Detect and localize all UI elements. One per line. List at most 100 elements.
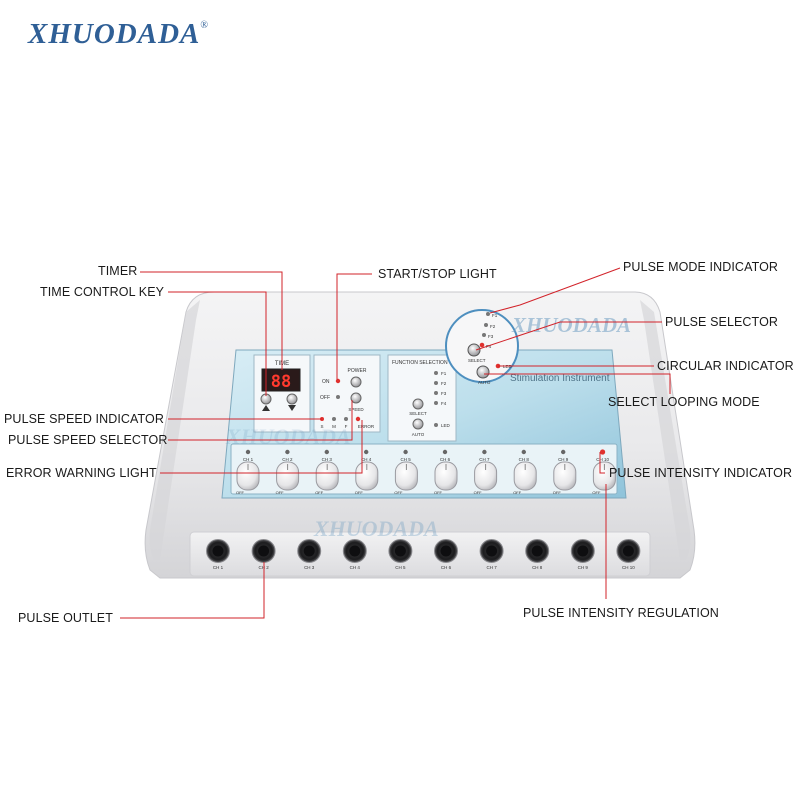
channel-led (285, 449, 290, 455)
outlet-label: CH 3 (304, 565, 315, 570)
outlet-label: CH 6 (441, 565, 452, 570)
function-title: FUNCTION SELECTION (392, 360, 448, 366)
jack-socket (486, 545, 498, 557)
mode-f4-label: F4 (441, 401, 447, 406)
channel-label: CH 7 (479, 457, 490, 462)
off-led (336, 395, 340, 399)
mode-led-f1 (434, 371, 438, 375)
intensity-knob[interactable] (474, 461, 498, 491)
zoom-f4-label: F4 (486, 344, 492, 349)
knob-off-label: OFF (592, 490, 601, 495)
power-off-label: OFF (320, 395, 330, 401)
knob-off-label: OFF (394, 490, 403, 495)
intensity-knob[interactable] (276, 461, 300, 491)
leader-looping (484, 373, 671, 394)
channel-led (482, 449, 487, 455)
label-pulse-intensity-regulation: PULSE INTENSITY REGULATION (523, 606, 719, 620)
label-pulse-selector: PULSE SELECTOR (665, 315, 779, 329)
intensity-knob[interactable] (434, 461, 458, 491)
channel-led (561, 449, 566, 455)
knob-off-label: OFF (315, 490, 324, 495)
speed-f-label: F (345, 424, 348, 429)
led-label: LED (441, 423, 451, 428)
leader-pulse-selector (475, 321, 662, 351)
mode-led-f4 (434, 401, 438, 405)
channel-label: CH 6 (440, 457, 451, 462)
leader-error (160, 420, 363, 474)
zoom-f3-label: F3 (488, 334, 494, 339)
knob-off-label: OFF (236, 490, 245, 495)
channel-label: CH 1 (243, 457, 254, 462)
knob-off-label: OFF (513, 490, 522, 495)
leader-time-control (168, 291, 267, 396)
knob-off-label: OFF (434, 490, 443, 495)
label-pulse-speed-selector: PULSE SPEED SELECTOR (8, 433, 168, 447)
zoom-auto-label: AUTO (478, 380, 491, 385)
jack-socket (349, 545, 361, 557)
channel-led (521, 449, 526, 455)
jack-socket (258, 545, 270, 557)
label-circular-indicator: CIRCULAR INDICATOR (657, 359, 794, 373)
knob-off-label: OFF (355, 490, 364, 495)
outlet-label: CH 7 (486, 565, 497, 570)
timer-display (261, 368, 301, 392)
zoom-select-button[interactable] (467, 343, 481, 357)
up-arrow-icon (262, 405, 270, 411)
channel-led (600, 449, 606, 455)
intensity-knob[interactable] (592, 461, 616, 491)
intensity-knob[interactable] (355, 461, 379, 491)
zoom-led-f3 (482, 333, 486, 337)
intensity-knob[interactable] (236, 461, 260, 491)
instrument-name: Stimulation Instrument (510, 373, 610, 384)
mode-led-f3 (434, 391, 438, 395)
watermark-zoom: XHUODADA (511, 313, 631, 337)
channel-led (442, 449, 448, 455)
label-pulse-outlet: PULSE OUTLET (18, 611, 113, 625)
zoom-led-f1 (486, 312, 490, 316)
jack-socket (622, 545, 634, 557)
brand-logo: XHUODADA® (28, 18, 209, 51)
label-start-stop-light: START/STOP LIGHT (378, 267, 497, 281)
down-arrow-icon (288, 405, 296, 411)
knob-off-label: OFF (276, 490, 285, 495)
intensity-knob[interactable] (394, 461, 418, 491)
zoom-select-label: SELECT (468, 358, 486, 363)
speed-led-m (332, 417, 336, 421)
mode-led-f2 (434, 381, 438, 385)
auto-button[interactable] (412, 418, 424, 430)
zoom-f2-label: F2 (490, 324, 496, 329)
label-select-looping-mode: SELECT LOOPING MODE (608, 395, 760, 409)
channel-led (403, 449, 408, 455)
outlet-label: CH 8 (532, 565, 543, 570)
outlet-jacks (206, 539, 641, 563)
brand-name: XHUODADA (28, 18, 201, 50)
auto-label: AUTO (412, 432, 425, 437)
channel-led (245, 449, 251, 455)
label-pulse-speed-indicator: PULSE SPEED INDICATOR (4, 412, 165, 426)
outlet-label: CH 1 (213, 565, 224, 570)
watermark-panel: XHUODADA (225, 424, 351, 449)
jack-socket (440, 545, 452, 557)
error-label: ERROR (358, 424, 375, 429)
leader-lines (120, 267, 671, 619)
power-button[interactable] (350, 376, 362, 388)
leader-pulse-mode (489, 267, 621, 314)
select-button[interactable] (412, 398, 424, 410)
intensity-knob[interactable] (513, 461, 537, 491)
channel-label: CH 9 (558, 457, 569, 462)
watermark-front: XHUODADA (313, 516, 439, 541)
zoom-auto-button[interactable] (476, 365, 490, 379)
intensity-knob[interactable] (553, 461, 577, 491)
speed-m-label: M (332, 424, 336, 429)
channel-led (364, 449, 369, 455)
case-right-edge (640, 300, 691, 560)
leader-intensity-indicator (599, 452, 605, 474)
channel-label: CH 4 (361, 457, 372, 462)
channel-label: CH 8 (519, 457, 530, 462)
timer-down-button[interactable] (286, 393, 298, 405)
outlet-label: CH 9 (578, 565, 589, 570)
intensity-knob[interactable] (315, 461, 339, 491)
speed-button[interactable] (350, 392, 362, 404)
registered-mark: ® (200, 20, 209, 31)
